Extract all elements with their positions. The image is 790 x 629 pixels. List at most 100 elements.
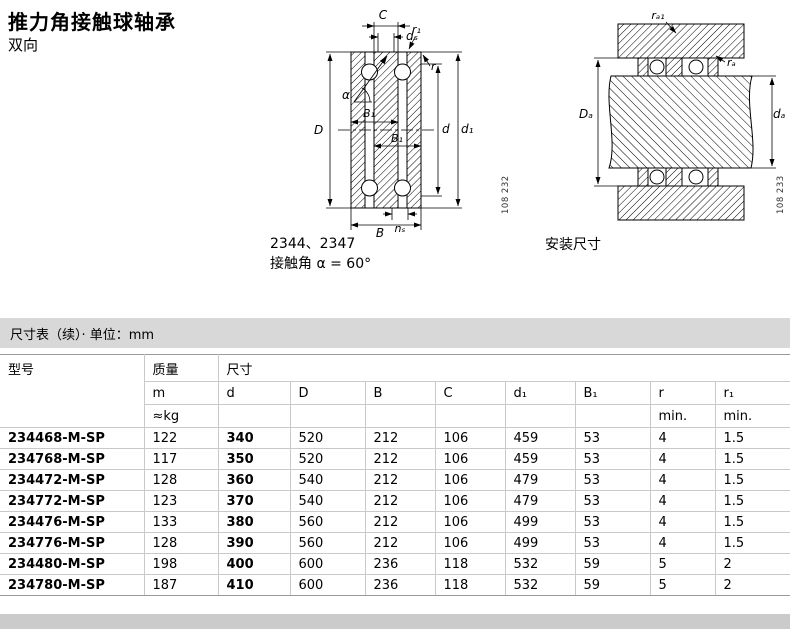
cell-mass: 123 (144, 490, 219, 512)
cell-mass: 122 (144, 427, 219, 449)
header-spacer (435, 404, 506, 428)
label-ra1: rₐ₁ (651, 9, 664, 22)
header-spacer (505, 404, 576, 428)
cell-r1: 1.5 (715, 532, 790, 554)
bottom-bar (0, 614, 790, 629)
cell-D: 540 (290, 490, 366, 512)
cell-model: 234468-M-SP (0, 427, 145, 449)
cell-model: 234472-M-SP (0, 469, 145, 491)
dim-ra (715, 55, 726, 63)
cell-B1: 53 (575, 448, 651, 470)
header-r1-min: min. (715, 404, 790, 428)
cell-model: 234780-M-SP (0, 574, 145, 596)
cell-C: 106 (435, 427, 506, 449)
mounting-figure-caption: 安装尺寸 (545, 237, 601, 253)
header-group-row: 型号 质量 尺寸 (0, 354, 790, 428)
cell-B: 212 (365, 532, 436, 554)
cell-B1: 59 (575, 553, 651, 575)
header-col-r1: r₁ (715, 381, 790, 405)
label-da: dₐ (773, 107, 786, 121)
header-r-min: min. (650, 404, 716, 428)
header-mass-symbol: m (144, 381, 219, 405)
dim-B (350, 208, 422, 230)
header-col-r: r (650, 381, 716, 405)
cell-d1: 532 (505, 574, 576, 596)
label-D: D (314, 123, 323, 137)
cell-model: 234772-M-SP (0, 490, 145, 512)
bearing-balls (361, 63, 411, 197)
cell-model: 234476-M-SP (0, 511, 145, 533)
cell-model: 234768-M-SP (0, 448, 145, 470)
cell-B1: 53 (575, 532, 651, 554)
label-B1-left: B₁ (363, 107, 375, 120)
figure-ref-number: 108 233 (776, 175, 786, 214)
cell-D: 520 (290, 448, 366, 470)
cell-D: 600 (290, 553, 366, 575)
header-model: 型号 (0, 354, 145, 428)
header-mass-group: 质量 (144, 354, 219, 382)
label-ds: dₛ (406, 29, 418, 43)
cell-D: 560 (290, 532, 366, 554)
header-col-d: d (218, 381, 291, 405)
cell-model: 234776-M-SP (0, 532, 145, 554)
cell-D: 520 (290, 427, 366, 449)
cell-d: 410 (218, 574, 291, 596)
header-spacer (365, 404, 436, 428)
cell-d1: 459 (505, 448, 576, 470)
cell-r1: 1.5 (715, 469, 790, 491)
page-title: 推力角接触球轴承 (8, 10, 176, 34)
header-col-B: B (365, 381, 436, 405)
cell-C: 106 (435, 448, 506, 470)
cell-B1: 53 (575, 511, 651, 533)
cell-d: 390 (218, 532, 291, 554)
cell-model: 234480-M-SP (0, 553, 145, 575)
section-figure-caption: 2344、2347 接触角 α = 60° (270, 234, 371, 274)
cell-D: 540 (290, 469, 366, 491)
dim-d (421, 63, 442, 197)
figure-ref-number: 108 232 (501, 175, 511, 214)
label-d: d (442, 122, 450, 136)
dim-ns (383, 208, 417, 220)
cell-d1: 459 (505, 427, 576, 449)
cell-C: 106 (435, 490, 506, 512)
label-C: C (379, 8, 388, 22)
label-B: B (376, 226, 384, 238)
housing-blocks (617, 23, 745, 221)
caption-contact-angle: 接触角 α = 60° (270, 256, 372, 272)
cell-r1: 1.5 (715, 490, 790, 512)
dim-Da (594, 57, 618, 187)
cell-B: 212 (365, 469, 436, 491)
header-dim-group: 尺寸 (218, 354, 790, 382)
label-alpha: α (342, 88, 350, 102)
dim-d1 (421, 51, 462, 209)
cell-r1: 2 (715, 553, 790, 575)
header-spacer (290, 404, 366, 428)
dim-D (326, 51, 351, 209)
cell-r: 4 (650, 490, 716, 512)
cell-mass: 133 (144, 511, 219, 533)
cell-C: 106 (435, 532, 506, 554)
header-symbol-row: m d D B C d₁ B₁ r r₁ (0, 381, 790, 405)
header-col-C: C (435, 381, 506, 405)
cell-r1: 1.5 (715, 448, 790, 470)
dim-C (362, 22, 410, 52)
label-r1: r₁ (412, 23, 421, 36)
shaft (608, 75, 754, 169)
dim-r1 (408, 36, 416, 50)
table-title: 尺寸表（续）· 单位：mm (0, 318, 790, 348)
cell-B: 212 (365, 511, 436, 533)
dim-ra1 (665, 21, 677, 34)
dim-ds (369, 33, 403, 52)
cell-B: 212 (365, 490, 436, 512)
cell-D: 600 (290, 574, 366, 596)
dimension-table-section: 尺寸表（续）· 单位：mm 型号 质量 尺寸 m d D B C d₁ B₁ r… (0, 318, 790, 596)
cell-B1: 53 (575, 469, 651, 491)
header-unit-row: ≈kg min. min. (0, 404, 790, 428)
dimension-table: 型号 质量 尺寸 m d D B C d₁ B₁ r r₁ ≈kg (0, 354, 790, 596)
cell-mass: 198 (144, 553, 219, 575)
